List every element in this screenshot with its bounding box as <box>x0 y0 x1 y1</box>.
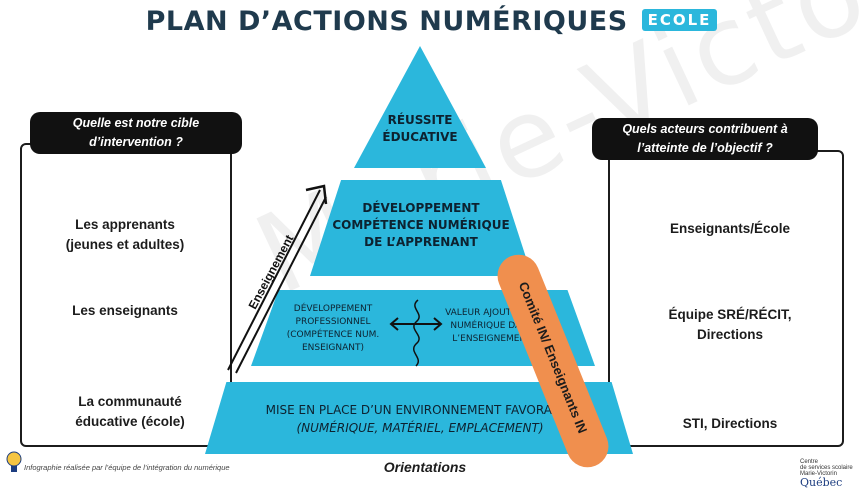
tier-top-text: RÉUSSITE ÉDUCATIVE <box>382 113 458 144</box>
right-panel <box>608 150 844 447</box>
footer-credit: Infographie réalisée par l’équipe de l’i… <box>24 463 230 472</box>
pyramid-tier-second <box>310 180 532 276</box>
tier-base-line1: MISE EN PLACE D’UN ENVIRONNEMENT FAVORAB… <box>265 403 575 417</box>
logo-line1: Centre <box>800 459 819 465</box>
title-text: PLAN D’ACTIONS NUMÉRIQUES <box>145 6 628 37</box>
left-panel <box>20 143 232 447</box>
enseignement-arrow-icon <box>227 184 328 374</box>
tier-second-text: DÉVELOPPEMENT COMPÉTENCE NUMÉRIQUE DE L’… <box>332 201 510 249</box>
left-item-enseignants: Les enseignants <box>72 303 178 318</box>
pyramid-tier-top <box>354 46 486 168</box>
logo-line3: Marie-Victorin <box>800 471 837 477</box>
right-panel-heading: Quels acteurs contribuent à l’atteinte d… <box>592 118 818 160</box>
logo-line2: de services scolaire <box>800 465 853 471</box>
right-item-sti: STI, Directions <box>682 416 778 431</box>
tier-third-right-text: VALEUR AJOUTÉE DU NUMÉRIQUE DANS L’ENSEI… <box>445 308 539 344</box>
tier-third-left-text: DÉVELOPPEMENT PROFESSIONNEL (COMPÉTENCE … <box>286 304 380 353</box>
left-item-communaute: La communauté éducative (école) <box>75 394 185 429</box>
right-item-equipe-sre: Équipe SRÉ/RÉCIT, Directions <box>668 307 792 342</box>
left-panel-heading: Quelle est notre cible d’intervention ? <box>30 112 242 154</box>
right-item-enseignants-ecole: Enseignants/École <box>669 221 791 236</box>
page-title: PLAN D’ACTIONS NUMÉRIQUES ECOLE <box>0 6 863 37</box>
quebec-logo: Centre de services scolaire Marie-Victor… <box>800 459 853 489</box>
title-badge: ECOLE <box>641 8 718 31</box>
lightbulb-icon <box>6 451 22 472</box>
bidirectional-arrow-icon <box>389 299 443 367</box>
left-item-apprenants: Les apprenants (jeunes et adultes) <box>65 217 185 252</box>
orientations-label: Orientations <box>383 459 467 475</box>
tier-base-line2: (NUMÉRIQUE, MATÉRIEL, EMPLACEMENT) <box>296 421 544 435</box>
